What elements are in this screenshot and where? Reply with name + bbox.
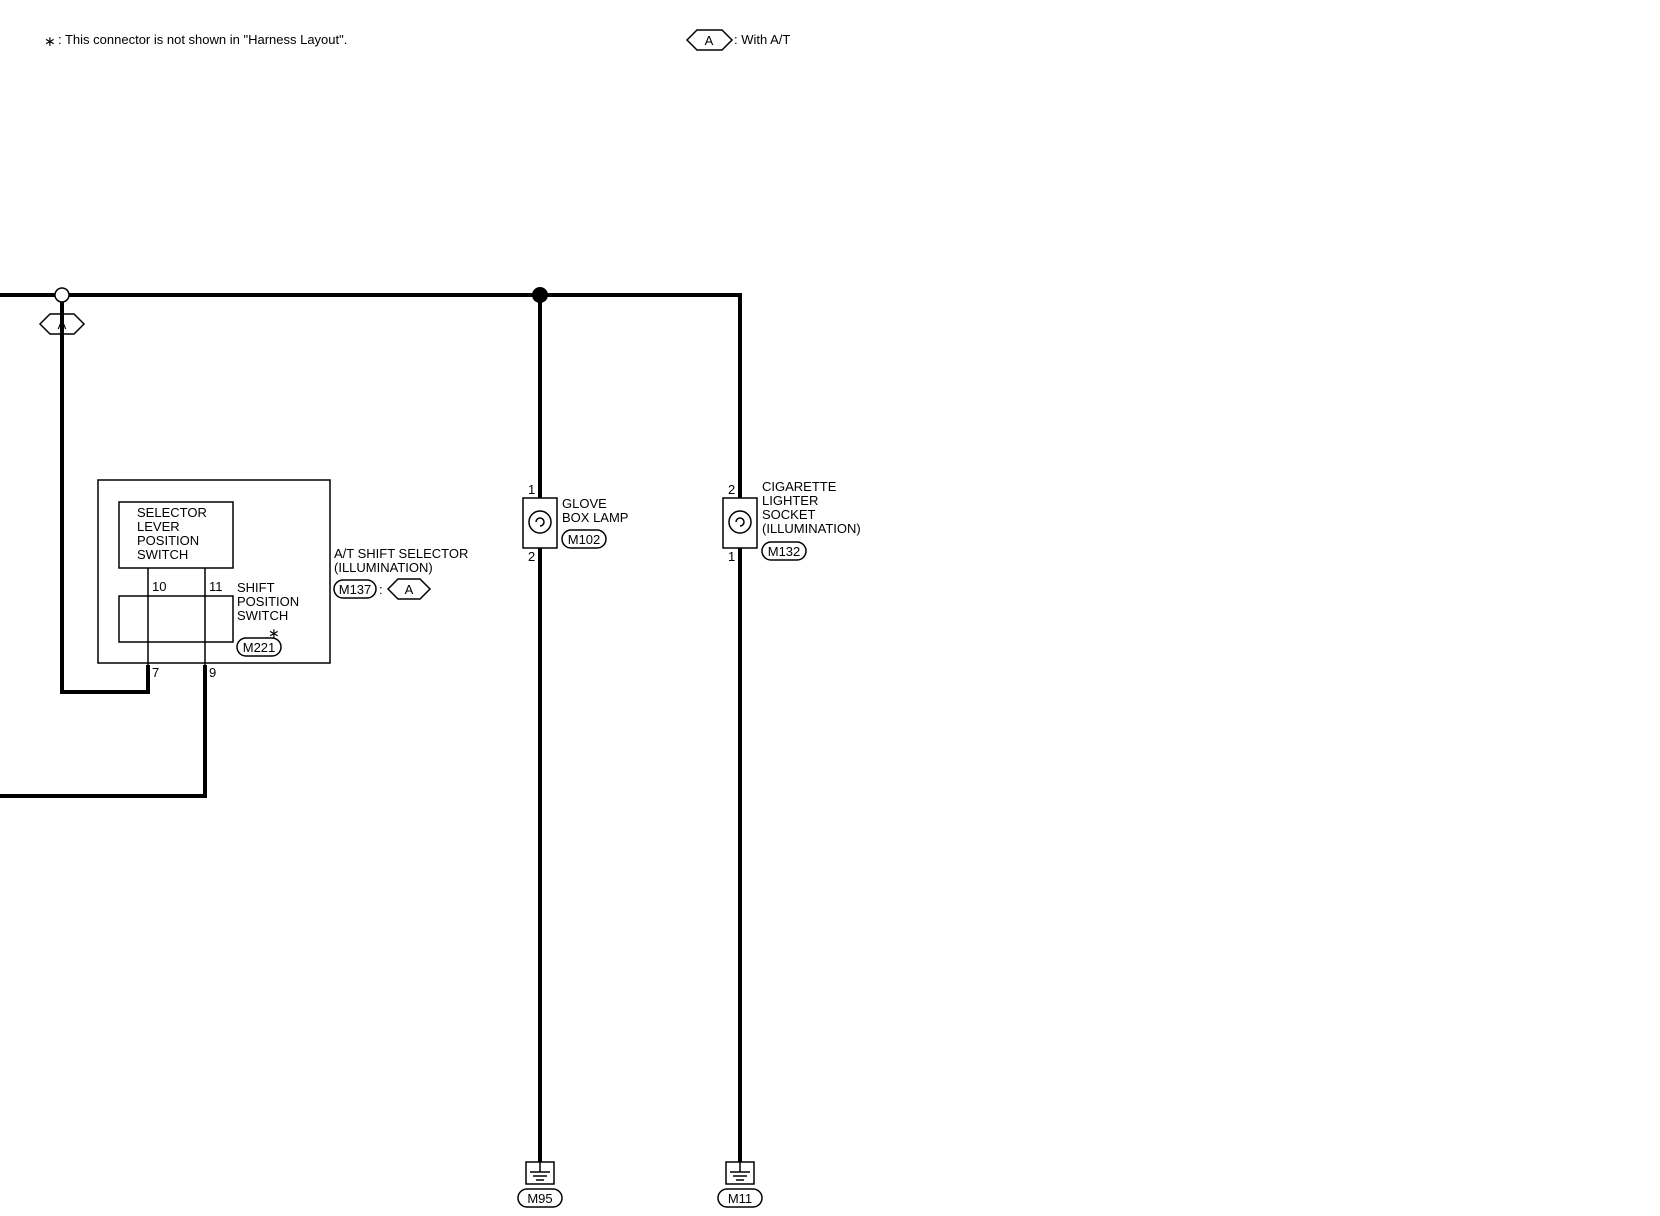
- star-legend-note: : This connector is not shown in "Harnes…: [58, 32, 347, 47]
- selector-switch-label-1: SELECTOR: [137, 505, 207, 520]
- pin-7: 7: [152, 665, 159, 680]
- lighter-pin-top: 2: [728, 482, 735, 497]
- ground-m11: M11: [717, 1161, 763, 1208]
- selector-switch-label-3: POSITION: [137, 533, 199, 548]
- glove-lamp-pin-bottom: 2: [528, 549, 535, 564]
- star-symbol: ∗: [44, 33, 56, 49]
- at-shift-selector-outline: [97, 479, 331, 664]
- connector-m102-badge: [561, 529, 607, 549]
- connector-m11: M11: [728, 1191, 752, 1206]
- pin-11: 11: [209, 579, 223, 594]
- glove-lamp-name-2: BOX LAMP: [562, 510, 628, 525]
- connector-m95-badge: [517, 1188, 563, 1208]
- selector-switch-label-4: SWITCH: [137, 547, 188, 562]
- connector-m11-badge: [717, 1188, 763, 1208]
- shift-position-switch-box: [118, 595, 234, 643]
- shift-switch-label-3: SWITCH: [237, 608, 288, 623]
- glove-lamp-pin-top: 1: [528, 482, 535, 497]
- selector-switch-label-2: LEVER: [137, 519, 180, 534]
- star-marker: ∗: [268, 625, 280, 641]
- connector-m102: M102: [568, 532, 601, 547]
- lamp-icon: [528, 510, 552, 534]
- connector-m137: M137: [339, 582, 372, 597]
- ground-m95: M95: [517, 1161, 563, 1208]
- option-a-legend-note: : With A/T: [734, 32, 790, 47]
- svg-text:A: A: [405, 582, 414, 597]
- connector-m132-badge: [761, 541, 807, 561]
- connector-m132: M132: [768, 544, 801, 559]
- connector-m221: M221: [243, 640, 276, 655]
- selector-lever-position-switch-box: [118, 501, 234, 569]
- at-shift-selector: SELECTOR LEVER POSITION SWITCH 10 11 7 9…: [97, 479, 468, 680]
- top-bus-wire: [0, 293, 742, 522]
- lighter-name-2: LIGHTER: [762, 493, 818, 508]
- connector-m95: M95: [527, 1191, 552, 1206]
- wire-pin7: [60, 302, 150, 694]
- glove-lamp-name-1: GLOVE: [562, 496, 607, 511]
- lighter-name-3: SOCKET: [762, 507, 816, 522]
- pin-10: 10: [152, 579, 166, 594]
- svg-text:A: A: [705, 33, 714, 48]
- lighter-name-1: CIGARETTE: [762, 479, 837, 494]
- legend: ∗ : This connector is not shown in "Harn…: [44, 29, 790, 51]
- glove-box-lamp: 1 2 GLOVE BOX LAMP M102: [522, 482, 628, 564]
- pin-9: 9: [209, 665, 216, 680]
- lamp-icon: [728, 510, 752, 534]
- lighter-name-4: (ILLUMINATION): [762, 521, 861, 536]
- connector-m137-badge: [333, 579, 377, 599]
- connector-m221-badge: [236, 637, 282, 657]
- at-shift-selector-name-1: A/T SHIFT SELECTOR: [334, 546, 468, 561]
- cigarette-lighter-socket: 2 1 CIGARETTE LIGHTER SOCKET (ILLUMINATI…: [722, 479, 861, 564]
- wire-pin9: [0, 665, 207, 798]
- option-a-legend-symbol: A: [685, 29, 734, 51]
- at-shift-selector-name-2: (ILLUMINATION): [334, 560, 433, 575]
- shift-switch-label-2: POSITION: [237, 594, 299, 609]
- open-splice-icon: [54, 287, 70, 303]
- shift-switch-label-1: SHIFT: [237, 580, 275, 595]
- connector-separator: :: [379, 582, 383, 597]
- option-a-marker: [386, 578, 432, 600]
- lighter-pin-bottom: 1: [728, 549, 735, 564]
